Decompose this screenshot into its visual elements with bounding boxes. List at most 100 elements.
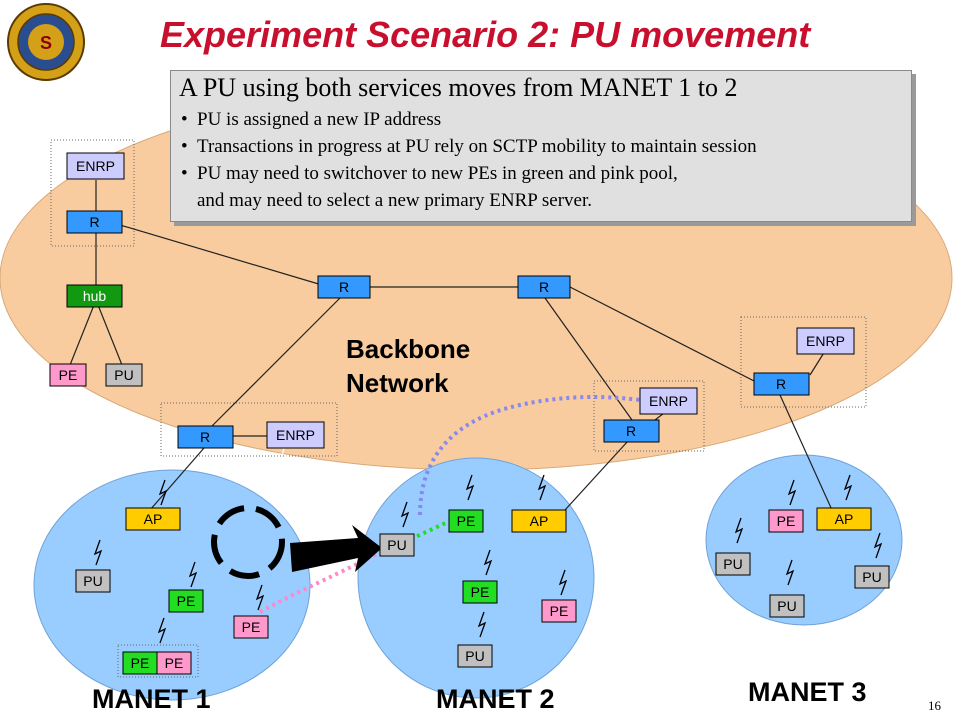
link-manet1-ap [149, 447, 205, 511]
callout-bullet: •PU may need to switchover to new PEs in… [181, 163, 678, 184]
node-label: PE [457, 513, 476, 529]
pe-pink-left: PE [49, 363, 87, 387]
node-label: R [89, 214, 99, 230]
wireless-icon [93, 539, 103, 566]
callout-bullet: •PU is assigned a new IP address [181, 109, 442, 130]
link-manet3-enrp [809, 350, 826, 376]
site-box-left [50, 139, 135, 247]
node-label: AP [835, 511, 854, 527]
node-label: PE [471, 584, 490, 600]
site-box-manet1 [160, 402, 338, 457]
enrp-server-left: ENRP [66, 152, 125, 180]
ap-manet3: AP [816, 507, 872, 531]
router-manet2: R [603, 419, 660, 443]
link-left-router-backbone [109, 221, 323, 286]
node-label: R [626, 423, 636, 439]
wireless-icon [537, 474, 547, 501]
wireless-icon [477, 611, 487, 638]
wireless-icon [157, 617, 167, 644]
node-label: PE [165, 655, 184, 671]
callout-bullet: •Transactions in progress at PU rely on … [181, 136, 757, 157]
node-label: ENRP [806, 333, 845, 349]
wireless-icon [255, 584, 265, 611]
university-logo: S [6, 2, 86, 82]
link-manet2-ap [564, 440, 629, 511]
router-manet1: R [177, 425, 234, 449]
pe-green-manet1: PE [168, 589, 204, 613]
node-label: PU [777, 598, 796, 614]
router-backbone-1: R [317, 275, 371, 299]
node-label: R [776, 376, 786, 392]
pe-pink-manet3: PE [768, 509, 804, 533]
node-label: PE [777, 513, 796, 529]
pe-green-pool-manet1: PE [122, 651, 158, 675]
wireless-icon [787, 479, 797, 506]
pu-manet3-a: PU [715, 552, 751, 576]
pu-manet2: PU [457, 644, 493, 668]
manet-2-label: MANET 2 [436, 684, 555, 714]
wireless-icon [558, 569, 568, 596]
node-label: AP [530, 513, 549, 529]
link-backbone-manet3 [569, 286, 759, 384]
node-label: PU [862, 569, 881, 585]
nodes: ENRP R hub PE PU R R R ENRP AP PU PE PE … [49, 152, 890, 675]
node-label: PE [550, 603, 569, 619]
ap-manet2: AP [511, 509, 567, 533]
node-label: hub [83, 288, 107, 304]
link-hub-pe [69, 304, 95, 366]
router-backbone-2: R [517, 275, 571, 299]
pe-pink-manet2: PE [541, 599, 577, 623]
node-label: ENRP [276, 427, 315, 443]
node-label: ENRP [649, 393, 688, 409]
pu-left: PU [105, 363, 143, 387]
callout-box: A PU using both services moves from MANE… [170, 70, 912, 222]
node-label: R [339, 279, 349, 295]
pu-handover-path-blue [418, 395, 641, 516]
node-label: PU [387, 537, 406, 553]
site-box-manet2 [593, 380, 705, 452]
node-label: PU [465, 648, 484, 664]
link-backbone-manet1 [209, 297, 341, 429]
node-label: PE [59, 367, 78, 383]
wireless-icon [465, 474, 475, 501]
node-label: ENRP [76, 158, 115, 174]
pe-green-manet2: PE [448, 509, 484, 533]
wireless-icon [873, 532, 883, 559]
slide-title: Experiment Scenario 2: PU movement [160, 14, 811, 55]
node-label: PU [723, 556, 742, 572]
node-label: AP [144, 511, 163, 527]
backbone-network-label: Backbone Network [346, 334, 471, 398]
svg-text:S: S [40, 33, 52, 53]
router-left: R [66, 210, 123, 234]
enrp-server-manet1: ENRP [266, 421, 325, 449]
link-manet3-ap [779, 394, 833, 511]
callout-bullet-continuation: and may need to select a new primary ENR… [197, 190, 593, 211]
slide-number: 16 [928, 698, 941, 713]
pe-pink-pool-manet1: PE [156, 651, 192, 675]
node-label: PE [131, 655, 150, 671]
router-manet3: R [753, 372, 810, 396]
ap-manet1: AP [125, 507, 181, 531]
enrp-server-manet2: ENRP [639, 387, 698, 415]
enrp-server-manet3: ENRP [796, 327, 855, 355]
manet-3-label: MANET 3 [748, 677, 867, 707]
pu-moved-manet2: PU [379, 533, 415, 557]
manet-1-label: MANET 1 [92, 684, 211, 714]
wireless-icon [158, 479, 168, 506]
wireless-icon [188, 561, 198, 588]
wireless-icons [93, 444, 883, 644]
pe-pink-manet1: PE [233, 615, 269, 639]
wireless-icon [483, 549, 493, 576]
manet-3-area [705, 454, 903, 626]
pe-green-manet2-b: PE [462, 580, 498, 604]
node-label: R [539, 279, 549, 295]
node-label: PU [114, 367, 133, 383]
wireless-icon [400, 501, 410, 528]
pu-old-position-circle [211, 505, 285, 579]
pu-manet3-b: PU [854, 565, 890, 589]
link-hub-pu [97, 304, 123, 366]
hub-left: hub [66, 284, 123, 308]
wireless-icon [843, 474, 853, 501]
pu-manet1: PU [75, 569, 111, 593]
network-links [69, 180, 833, 511]
